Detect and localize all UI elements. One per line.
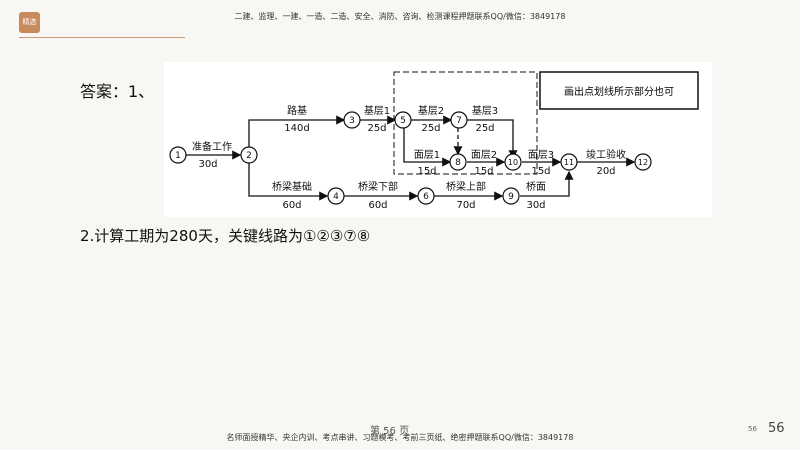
note-box	[539, 71, 699, 110]
node-12	[634, 153, 652, 171]
duration-critical-path-text: 2.计算工期为280天，关键线路为①②③⑦⑧	[80, 227, 371, 245]
node-5	[394, 111, 412, 129]
label-final-dur: 20d	[596, 166, 615, 177]
label-b2-dur: 25d	[421, 123, 440, 134]
label-b2-name: 基层2	[418, 104, 444, 117]
node-8	[449, 153, 467, 171]
label-b3-name: 基层3	[472, 104, 498, 117]
label-s2-dur: 15d	[474, 166, 493, 177]
node-4	[327, 187, 345, 205]
node-label-4: 4	[333, 192, 339, 202]
footer-contact-text: 名师面授精华、央企内训、考点串讲、习题模考、考前三页纸、绝密押题联系QQ/微信：…	[226, 433, 574, 442]
edge-2-4	[248, 163, 329, 201]
node-10	[504, 153, 522, 171]
label-bridge-lower-dur: 60d	[368, 200, 387, 211]
node-9	[502, 187, 520, 205]
label-s1-name: 面层1	[414, 149, 440, 161]
note-text: 画出点划线所示部分也可	[564, 85, 674, 98]
label-road-name: 路基	[287, 104, 307, 117]
label-road-dur: 140d	[284, 123, 309, 134]
node-label-6: 6	[423, 192, 429, 202]
node-1	[169, 146, 187, 164]
node-label-1: 1	[175, 151, 181, 161]
label-prep-name: 准备工作	[192, 140, 232, 153]
node-6	[417, 187, 435, 205]
node-label-10: 10	[508, 158, 518, 167]
header-contact-text: 二建、监理、一建、一造、二造、安全、消防、咨询、检测课程押题联系QQ/微信：38…	[234, 12, 566, 21]
answer-label: 答案：1、	[80, 82, 155, 101]
label-b1-dur: 25d	[367, 123, 386, 134]
activity-labels: 准备工作 30d 路基 140d 基层1 25d 基层2 25d 基层3 25d…	[192, 104, 626, 211]
label-bridge-upper-name: 桥梁上部	[446, 180, 486, 193]
page-number-small: 56	[748, 425, 757, 433]
edges	[186, 115, 636, 201]
node-label-5: 5	[400, 116, 406, 126]
edge-7-10	[467, 119, 518, 160]
edge-5-8	[403, 128, 452, 167]
node-2	[240, 146, 258, 164]
node-3	[343, 111, 361, 129]
label-final-name: 竣工验收	[586, 148, 626, 161]
edge-9-11	[520, 170, 574, 197]
label-bridge-upper-dur: 70d	[456, 200, 475, 211]
node-7	[450, 111, 468, 129]
label-bridge-base-name: 桥梁基础	[272, 180, 312, 193]
nodes	[169, 111, 652, 205]
node-label-9: 9	[508, 192, 514, 202]
network-diagram-svg: 画出点划线所示部分也可	[169, 71, 699, 211]
page-indicator-center: 第 56 页	[370, 426, 410, 437]
node-label-7: 7	[456, 116, 462, 126]
label-bridge-base-dur: 60d	[282, 200, 301, 211]
label-b3-dur: 25d	[475, 123, 494, 134]
node-labels: 1 2 3 4 5 6 7 8 9 10 11 12	[175, 116, 648, 202]
label-s2-name: 面层2	[471, 149, 497, 161]
node-11	[560, 153, 578, 171]
node-label-12: 12	[638, 158, 648, 167]
node-label-2: 2	[246, 151, 252, 161]
logo-badge: 精选	[19, 12, 40, 33]
label-s1-dur: 15d	[417, 166, 436, 177]
network-diagram: 画出点划线所示部分也可	[164, 62, 712, 217]
header-rule	[19, 37, 185, 38]
label-bridge-lower-name: 桥梁下部	[358, 180, 398, 193]
label-bridge-deck-name: 桥面	[526, 181, 546, 193]
label-bridge-deck-dur: 30d	[526, 200, 545, 211]
dashed-region	[393, 71, 538, 175]
label-prep-dur: 30d	[198, 159, 217, 170]
label-s3-dur: 15d	[531, 166, 550, 177]
page-number-large: 56	[768, 421, 785, 436]
node-label-8: 8	[455, 158, 461, 168]
edge-2-3	[248, 115, 346, 148]
node-label-3: 3	[349, 116, 355, 126]
label-b1-name: 基层1	[364, 104, 390, 117]
label-s3-name: 面层3	[528, 149, 554, 161]
node-label-11: 11	[564, 158, 574, 167]
